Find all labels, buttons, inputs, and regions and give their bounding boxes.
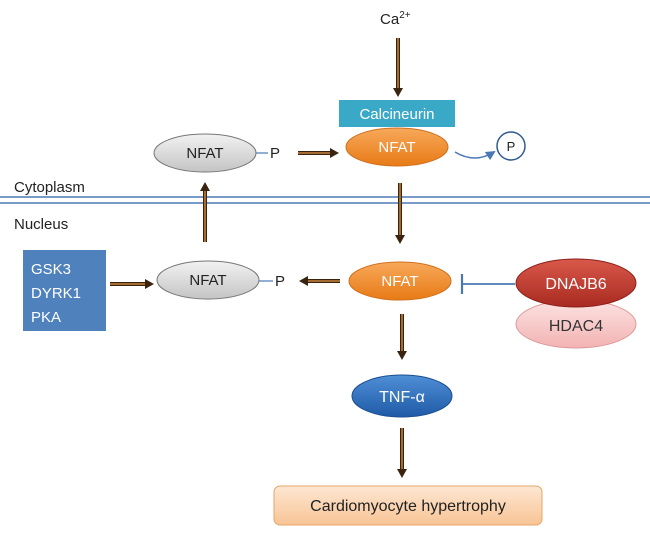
kinase-gsk3-label: GSK3 [31,261,71,278]
calcineurin-box: Calcineurin [339,100,455,127]
calcineurin-label: Calcineurin [359,106,434,123]
kinase-dyrk1-label: DYRK1 [31,285,81,302]
nfat-cytoplasm-phosphate-label: P [270,145,280,162]
released-phosphate: P [496,131,526,161]
inhibition-line [460,274,515,294]
nfat-cytoplasm-phosphorylated: NFAT P [153,133,280,173]
nfat-cytoplasm-active-label: NFAT [378,139,415,156]
nfat-nucleus-active: NFAT [348,261,452,301]
dnajb6-label: DNAJB6 [545,276,606,293]
kinase-pka-label: PKA [31,309,61,326]
nfat-nucleus-phosphate-label: P [275,273,285,290]
nfat-cytoplasm-active: NFAT [345,127,449,167]
released-phosphate-label: P [507,139,516,154]
calcium-label: Ca2+ [380,10,411,28]
arrow-kinase-phosphorylation [110,279,154,289]
tnf-alpha-label: TNF-α [379,389,425,406]
arrow-nuclear-import [395,183,405,244]
arrow-dephosphorylation [298,148,339,158]
nfat-nucleus-phosphorylated: NFAT P [156,260,285,300]
phosphate-release-arrow [454,150,496,161]
cardiomyocyte-hypertrophy-label: Cardiomyocyte hypertrophy [310,498,506,515]
tnf-alpha-node: TNF-α [351,374,453,418]
arrow-calcium-to-calcineurin [393,38,403,97]
kinase-box: GSK3 DYRK1 PKA [23,250,106,331]
nfat-cytoplasm-phosphorylated-label: NFAT [186,145,223,162]
hdac4-label: HDAC4 [549,318,603,335]
nucleus-label: Nucleus [14,216,68,233]
arrow-nuclear-phosphorylation [299,276,340,286]
dnajb6-node: DNAJB6 [515,258,637,308]
nfat-nucleus-phosphorylated-label: NFAT [189,272,226,289]
nuclear-membrane [0,196,650,204]
hdac4-node: HDAC4 [515,299,637,349]
arrow-tnf-to-hypertrophy [397,428,407,478]
cardiomyocyte-hypertrophy-box: Cardiomyocyte hypertrophy [273,485,543,526]
arrow-nuclear-export [200,182,210,242]
nfat-nucleus-active-label: NFAT [381,273,418,290]
cytoplasm-label: Cytoplasm [14,179,85,196]
arrow-nfat-to-tnf [397,314,407,360]
